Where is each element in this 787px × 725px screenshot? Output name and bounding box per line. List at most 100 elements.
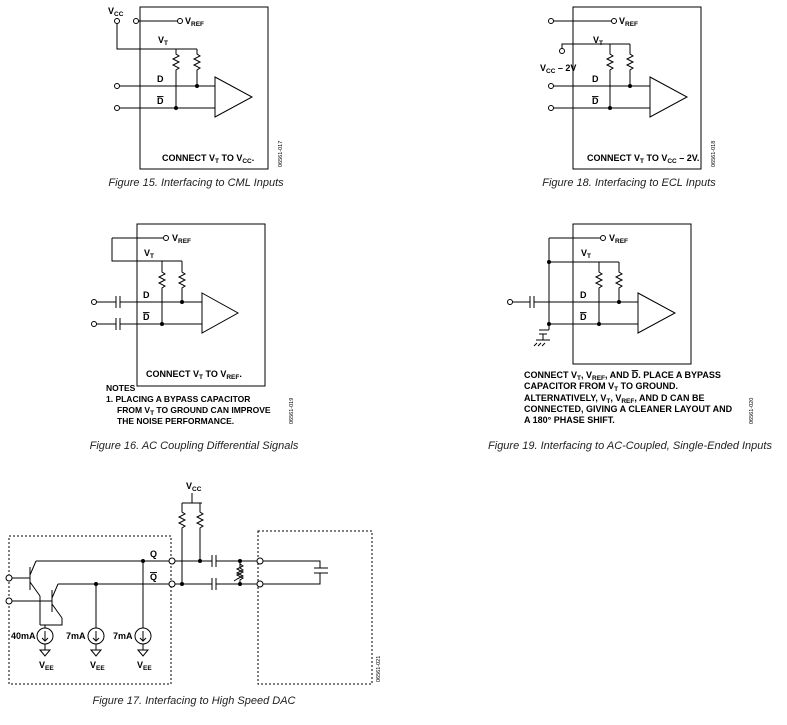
receiver-outline bbox=[257, 530, 373, 685]
buffer-triangle bbox=[201, 292, 240, 334]
figure-18-ecl-inputs: VREF VT VCC – 2V D D CONNECT VT TO VCC –… bbox=[540, 6, 717, 189]
vee-label: VEE bbox=[39, 660, 54, 672]
d-input-terminal bbox=[114, 83, 120, 89]
transistor-q2 bbox=[51, 583, 63, 619]
vcc-label: VCC bbox=[108, 6, 124, 18]
vt-label: VT bbox=[593, 35, 603, 47]
dbar-label: D bbox=[157, 96, 164, 106]
junction-dot bbox=[597, 322, 601, 326]
termination-resistor bbox=[177, 261, 187, 302]
dbar-label: D bbox=[592, 96, 599, 106]
vcc-rail bbox=[182, 493, 202, 504]
arrow-icon bbox=[41, 631, 49, 642]
vee-label: VEE bbox=[137, 660, 152, 672]
vcc-wire bbox=[116, 23, 175, 50]
junction-dot bbox=[617, 300, 621, 304]
qbar-label: Q bbox=[150, 572, 157, 582]
transistor-q1 bbox=[29, 560, 41, 597]
figure-15-cml-inputs: VCC VREF VT D D CONNECT VT TO VCC. 06561… bbox=[108, 6, 284, 189]
q-label: Q bbox=[150, 549, 157, 559]
termination-resistor bbox=[192, 49, 202, 86]
junction-dot bbox=[195, 84, 199, 88]
q-coupling-capacitor bbox=[175, 555, 257, 567]
d-label: D bbox=[580, 290, 587, 300]
base-wires bbox=[12, 577, 52, 602]
connect-note: CONNECT VT TO VCC – 2V. bbox=[587, 153, 699, 165]
emitter-wires bbox=[39, 596, 63, 626]
d-coupling-capacitor bbox=[512, 296, 638, 308]
dbar-input-terminal bbox=[114, 105, 120, 111]
junction-dot bbox=[608, 106, 612, 110]
d-label: D bbox=[592, 74, 599, 84]
vt-label: VT bbox=[581, 248, 591, 260]
figure-caption: Figure 17. Interfacing to High Speed DAC bbox=[92, 695, 295, 707]
vref-label: VREF bbox=[185, 16, 204, 28]
junction-dot bbox=[628, 84, 632, 88]
junction-dot bbox=[180, 582, 184, 586]
junction-dot bbox=[238, 559, 242, 563]
d-label: D bbox=[143, 290, 150, 300]
vref-left-terminal bbox=[133, 18, 139, 24]
arrow-icon bbox=[139, 631, 147, 642]
dbar-coupling-capacitor bbox=[96, 318, 202, 330]
vt-wire bbox=[561, 43, 630, 49]
buffer-triangle bbox=[649, 76, 689, 118]
vt-loop-wire bbox=[111, 238, 182, 262]
receiver-box bbox=[136, 223, 266, 387]
junction-dot bbox=[94, 582, 98, 586]
vref-terminal bbox=[177, 18, 183, 24]
input-terminal bbox=[5, 597, 13, 605]
junction-dot bbox=[174, 106, 178, 110]
source-label: 7mA bbox=[113, 631, 133, 641]
d-coupling-capacitor bbox=[96, 296, 202, 308]
pullup-resistor bbox=[195, 503, 205, 561]
figure-code: 06561-019 bbox=[289, 398, 295, 424]
note-line: CAPACITOR FROM VT TO GROUND. bbox=[524, 381, 678, 393]
receiver-box bbox=[139, 6, 269, 170]
note-line: CONNECT VT, VREF, AND D. PLACE A BYPASS bbox=[524, 370, 721, 382]
vee-label: VEE bbox=[90, 660, 105, 672]
bypass-capacitor bbox=[533, 324, 550, 347]
note-line: CONNECTED, GIVING A CLEANER LAYOUT AND bbox=[524, 404, 733, 414]
figure-17-high-speed-dac: VCC Q Q bbox=[5, 481, 382, 707]
vref-terminal bbox=[600, 235, 606, 241]
figure-16-ac-coupling-differential: VREF VT D D CONNECT VT TO VREF. NOTES 1.… bbox=[90, 223, 299, 452]
junction-dot bbox=[160, 322, 164, 326]
figure-code: 06561-018 bbox=[711, 141, 717, 167]
connect-note: CONNECT VT TO VCC. bbox=[162, 153, 254, 165]
termination-resistor bbox=[625, 44, 635, 86]
figure-code: 06561-021 bbox=[376, 656, 382, 682]
junction-dot bbox=[547, 260, 551, 264]
d-input-terminal bbox=[548, 83, 554, 89]
termination-resistor bbox=[157, 261, 167, 324]
d-label: D bbox=[157, 74, 164, 84]
source-feeds bbox=[44, 561, 144, 628]
figure-caption: Figure 16. AC Coupling Differential Sign… bbox=[90, 440, 299, 452]
vcc-terminal bbox=[114, 18, 120, 24]
dbar-input-terminal bbox=[548, 105, 554, 111]
note-line: A 180° PHASE SHIFT. bbox=[524, 415, 615, 425]
termination-resistor bbox=[171, 49, 181, 108]
dbar-input-terminal bbox=[91, 321, 97, 327]
note-line: ALTERNATIVELY, VT, VREF, AND D CAN BE bbox=[524, 393, 705, 405]
termination-resistor bbox=[594, 262, 604, 324]
buffer-triangle bbox=[637, 292, 677, 334]
vref-terminal bbox=[611, 18, 617, 24]
source-label: 40mA bbox=[11, 631, 36, 641]
qbar-coupling-capacitor bbox=[175, 578, 257, 590]
receiver-input-terminal bbox=[256, 580, 264, 588]
vee-symbol bbox=[89, 644, 103, 657]
d-input-terminal bbox=[507, 299, 513, 305]
note-line: FROM VT TO GROUND CAN IMPROVE bbox=[117, 405, 271, 417]
junction-dot bbox=[141, 559, 145, 563]
vref-label: VREF bbox=[619, 16, 638, 28]
dac-outline bbox=[8, 535, 172, 685]
vcc-2v-label: VCC – 2V bbox=[540, 63, 576, 75]
receiver-box bbox=[572, 6, 702, 170]
vref-left-terminal bbox=[548, 18, 554, 24]
dbar-label: D bbox=[143, 312, 150, 322]
termination-resistor bbox=[614, 262, 624, 302]
figure-caption: Figure 18. Interfacing to ECL Inputs bbox=[542, 177, 716, 189]
q-terminal bbox=[168, 557, 176, 565]
